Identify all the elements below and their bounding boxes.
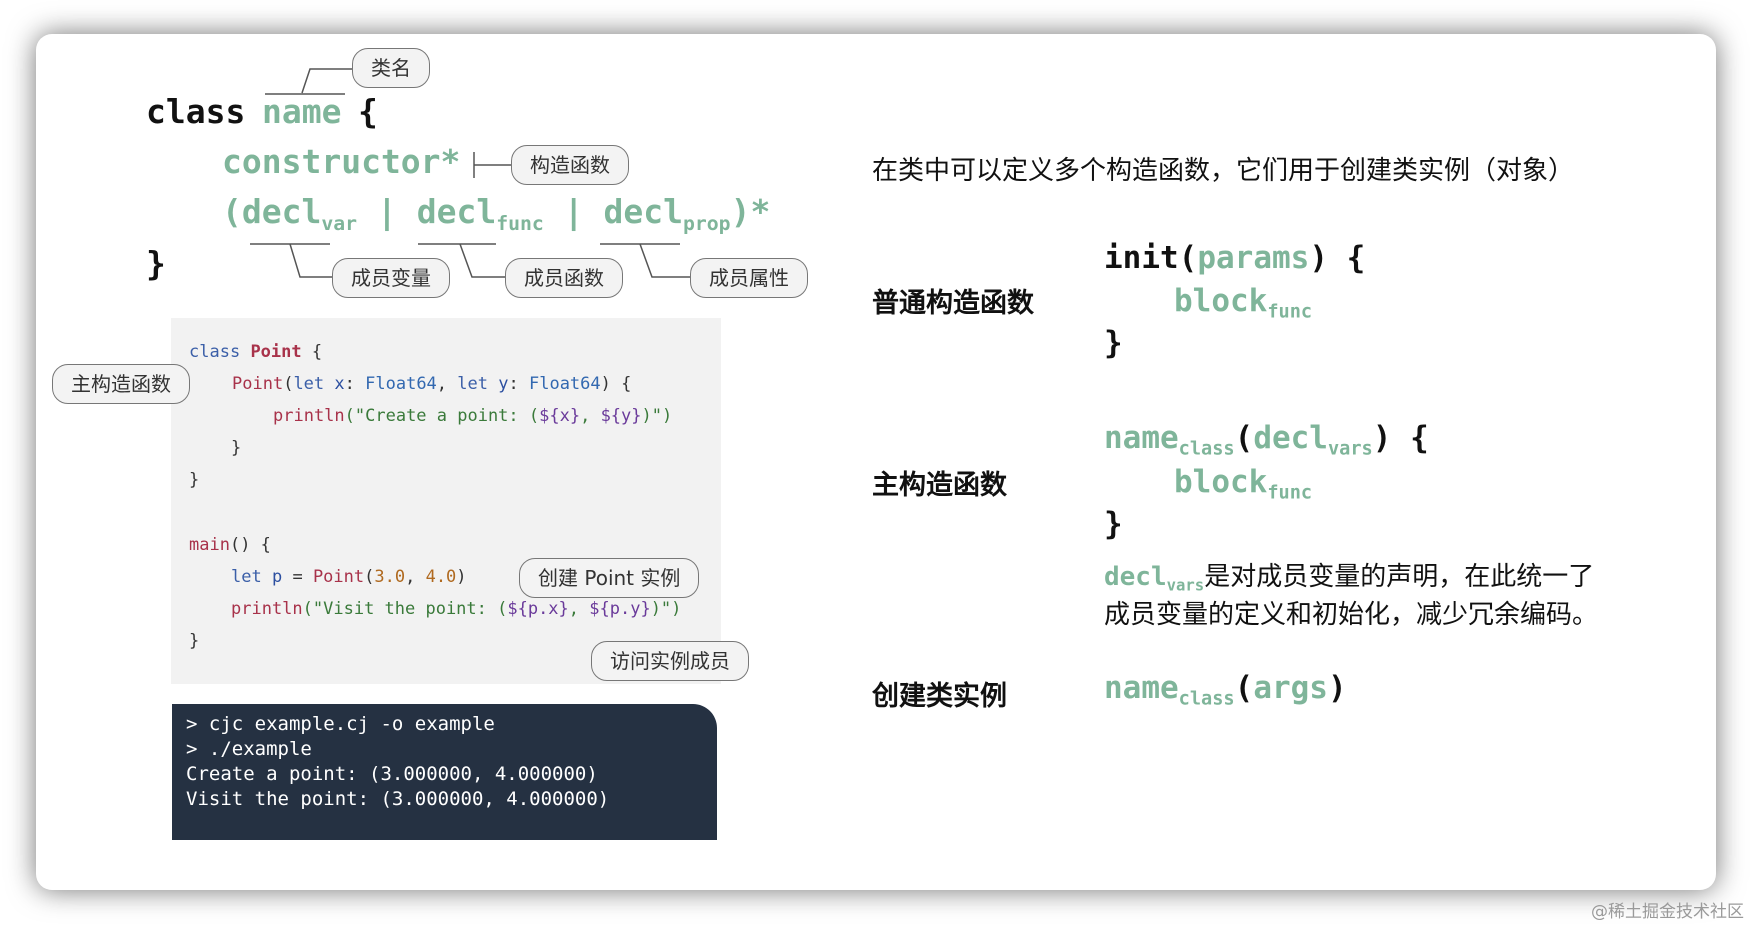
- intro-text: 在类中可以定义多个构造函数，它们用于创建类实例（对象）: [872, 156, 1575, 186]
- code-line-8: println("Visit the point: (${p.x}, ${p.y…: [231, 599, 682, 619]
- code-line-9: }: [189, 631, 200, 651]
- tag-member-func: 成员函数: [505, 258, 623, 298]
- label-normal-ctor: 普通构造函数: [872, 288, 1034, 319]
- tag-create-instance: 创建 Point 实例: [519, 558, 700, 598]
- code-line-4: }: [231, 438, 242, 458]
- tag-member-var: 成员变量: [332, 258, 450, 298]
- grammar-close-brace: }: [146, 244, 166, 283]
- init-body: blockfunc: [1174, 283, 1313, 323]
- grammar-open-brace: {: [358, 92, 378, 131]
- code-example: [171, 318, 721, 684]
- note-line-2: 成员变量的定义和初始化，减少冗余编码。: [1104, 600, 1599, 630]
- init-signature: init(params) {: [1104, 240, 1366, 276]
- code-line-2: Point(let x: Float64, let y: Float64) {: [232, 374, 632, 394]
- code-line-7: let p = Point(3.0, 4.0): [231, 567, 467, 587]
- grammar-class-kw: class: [146, 92, 246, 131]
- grammar-constructor: constructor*: [222, 142, 461, 181]
- grammar-decl-list: (declvar | declfunc | declprop)*: [222, 192, 771, 235]
- init-close-brace: }: [1104, 325, 1123, 361]
- create-signature: nameclass(args): [1104, 670, 1347, 710]
- terminal-line: Create a point: (3.000000, 4.000000): [186, 763, 598, 785]
- watermark: @稀土掘金技术社区: [1591, 902, 1744, 922]
- tag-class-name: 类名: [352, 48, 430, 88]
- primary-body: blockfunc: [1174, 464, 1313, 504]
- grammar-name: name: [262, 92, 342, 131]
- tag-constructor: 构造函数: [511, 145, 629, 185]
- primary-close-brace: }: [1104, 506, 1123, 542]
- label-primary-ctor: 主构造函数: [872, 470, 1007, 501]
- terminal-line: Visit the point: (3.000000, 4.000000): [186, 788, 610, 810]
- note-line-1: declvars是对成员变量的声明，在此统一了: [1104, 562, 1595, 595]
- terminal-line: > cjc example.cj -o example: [186, 713, 495, 735]
- primary-signature: nameclass(declvars) {: [1104, 420, 1429, 460]
- tag-primary-ctor: 主构造函数: [52, 364, 190, 404]
- code-line-1: class Point {: [189, 342, 323, 362]
- tag-member-prop: 成员属性: [690, 258, 808, 298]
- terminal-output: > cjc example.cj -o example > ./example …: [172, 704, 717, 840]
- label-create-instance: 创建类实例: [872, 681, 1007, 712]
- code-line-6: main() {: [189, 535, 271, 555]
- tag-access-member: 访问实例成员: [591, 641, 749, 681]
- code-line-3: println("Create a point: (${x}, ${y})"): [273, 406, 673, 426]
- code-line-5: }: [189, 470, 200, 490]
- terminal-line: > ./example: [186, 738, 312, 760]
